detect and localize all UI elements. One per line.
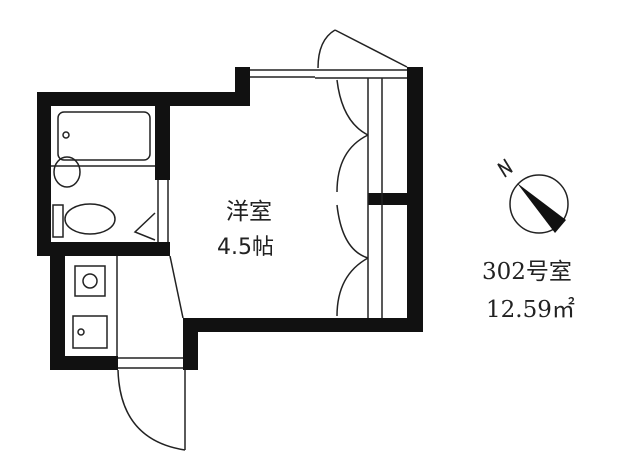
unit-number: 302号室: [482, 259, 572, 285]
wall-top-bath: [37, 92, 250, 106]
north-arrow-icon: [517, 183, 566, 233]
unit-area: 12.59㎡: [486, 297, 575, 323]
wall-left-bath: [37, 92, 51, 255]
room-size: 4.5帖: [217, 235, 274, 260]
wall-right: [407, 67, 423, 332]
wall-left-kitchen: [50, 255, 65, 370]
wall-kitchen-bottom: [50, 356, 118, 370]
wall-bath-bottom: [37, 242, 170, 256]
wall-bath-right: [155, 105, 170, 180]
room-name: 洋室: [226, 199, 272, 225]
closet-divider: [368, 193, 408, 205]
compass-n-glyph: [497, 158, 513, 178]
wall-step: [235, 67, 250, 106]
fixtures: [51, 29, 569, 451]
wall-room-bottom: [183, 318, 423, 332]
walls: [37, 67, 423, 370]
